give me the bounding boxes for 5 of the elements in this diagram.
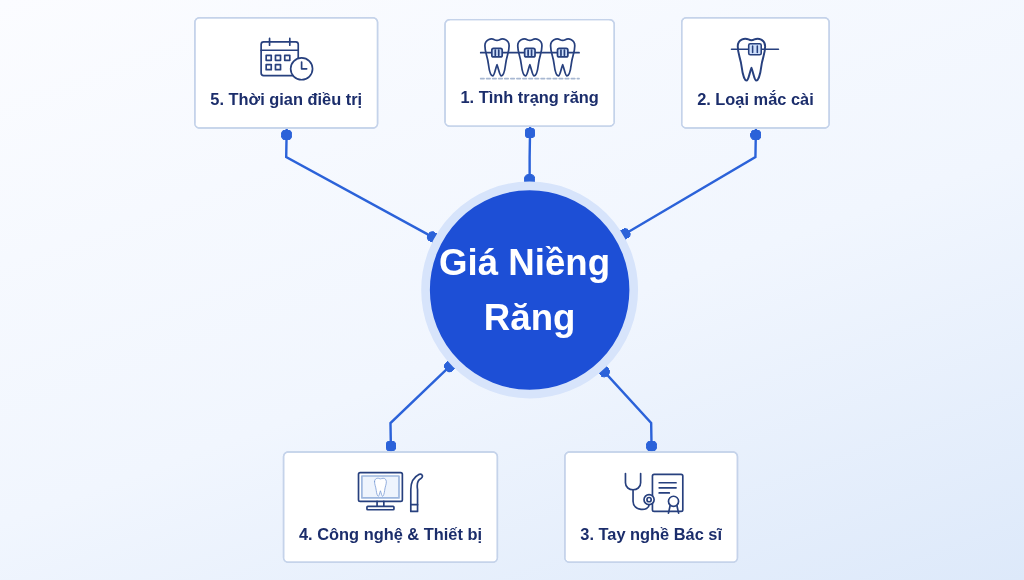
node-circle: Giá Niềng Răng bbox=[421, 181, 639, 399]
connector bbox=[618, 128, 762, 240]
connector bbox=[598, 365, 658, 453]
connector bbox=[280, 128, 439, 243]
connector bbox=[385, 360, 456, 453]
